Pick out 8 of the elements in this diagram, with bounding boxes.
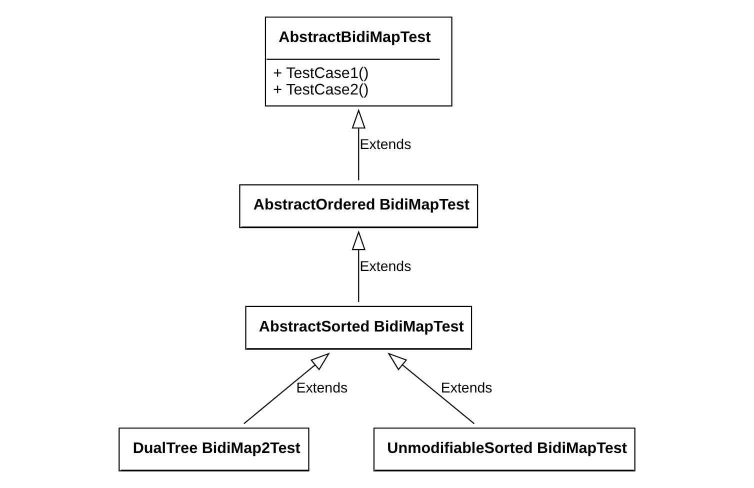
edge-label: Extends [360, 137, 412, 154]
edge-label: Extends [440, 380, 492, 396]
arrow [244, 352, 330, 424]
arrow [352, 230, 366, 302]
edge-label: Extends [360, 258, 412, 275]
edge-label: Extends [296, 380, 348, 396]
arrow [352, 108, 366, 180]
arrow [388, 352, 475, 424]
